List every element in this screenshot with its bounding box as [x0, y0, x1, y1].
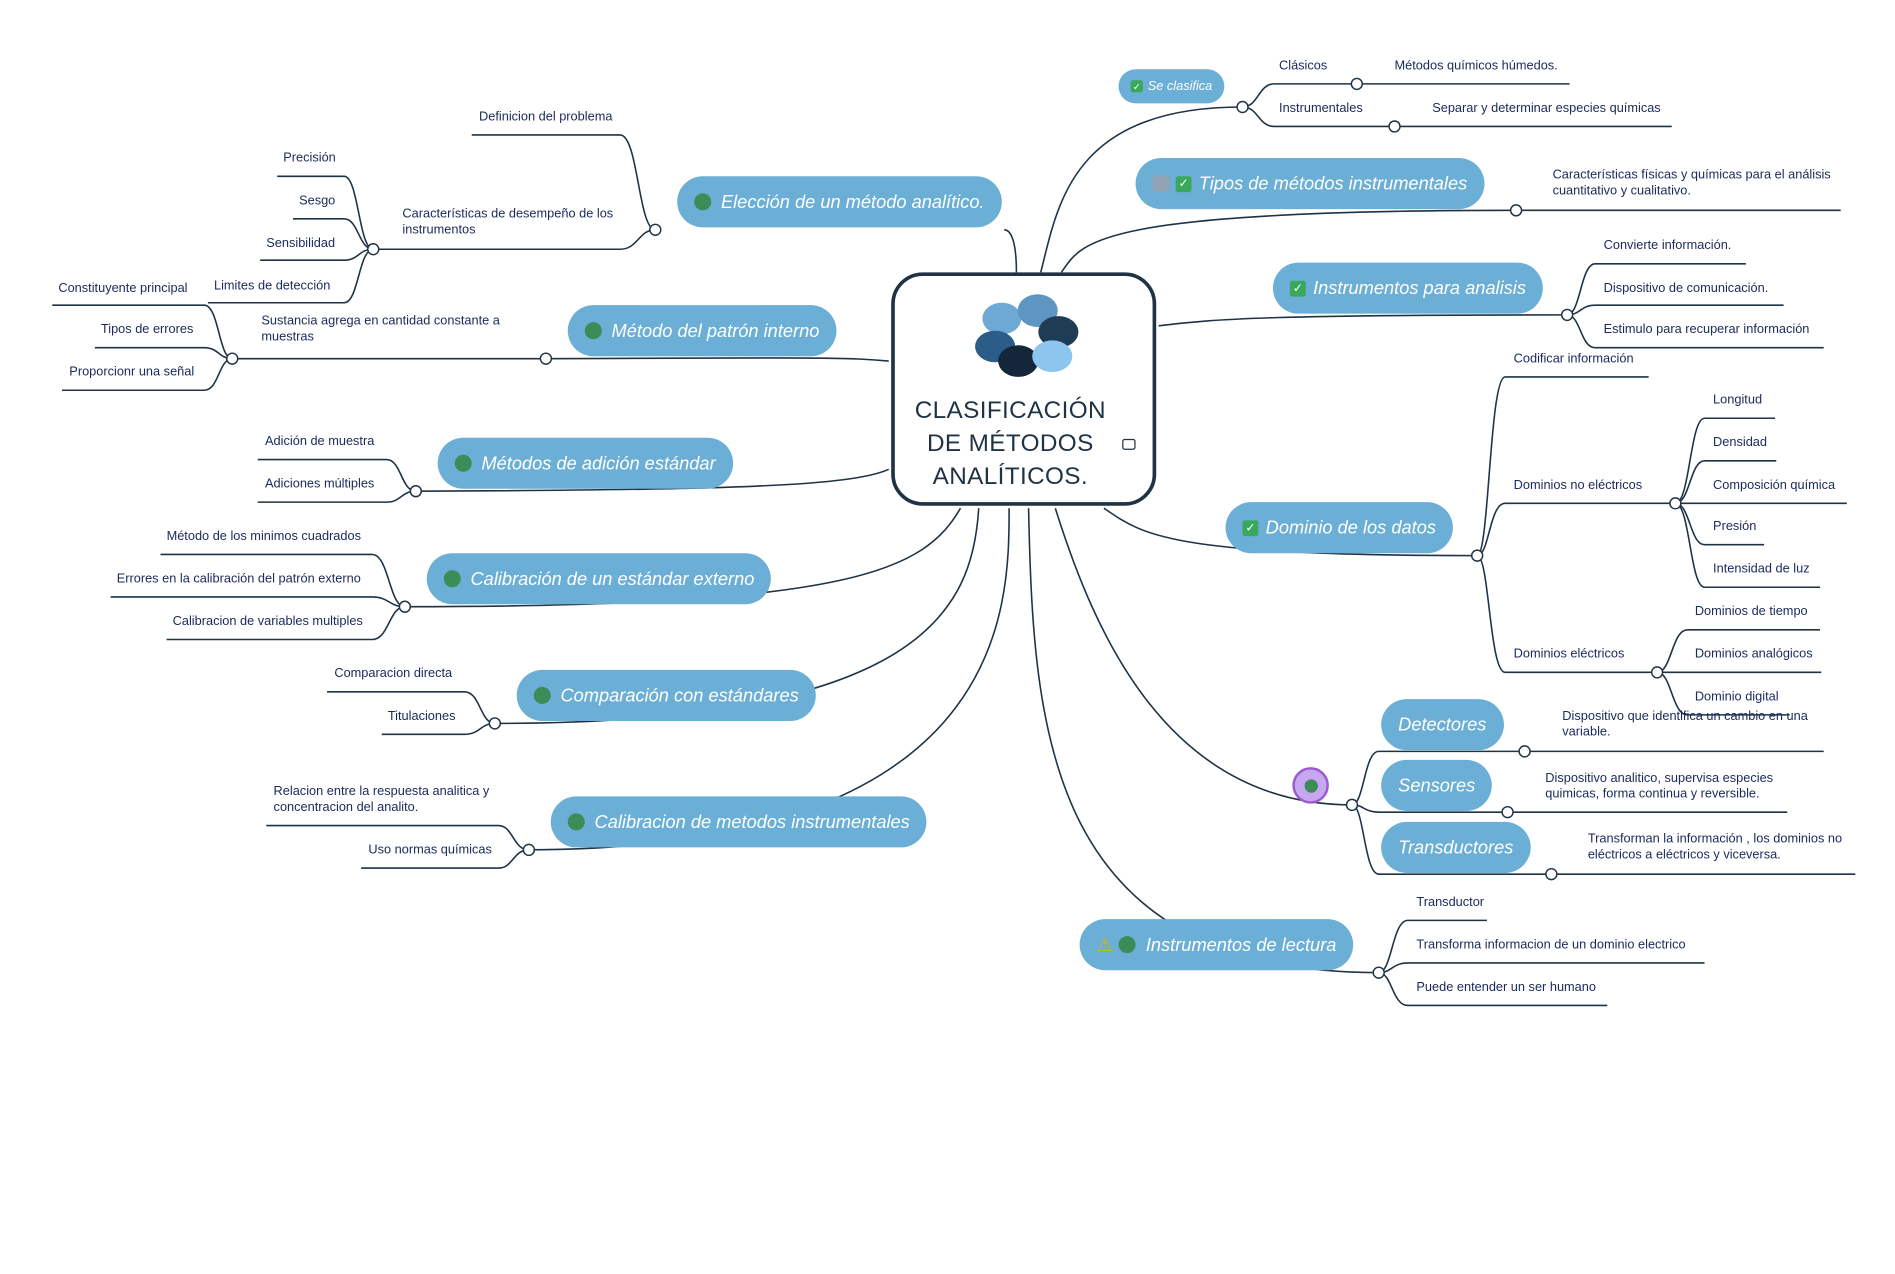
topic-se-clasifica[interactable]: ✓ Se clasifica: [1118, 69, 1225, 104]
leaf-transductor-def[interactable]: Transforman la información , los dominio…: [1587, 831, 1843, 863]
topic-instrumentos-analisis[interactable]: ✓ Instrumentos para analisis: [1272, 262, 1543, 314]
leaf-minimos[interactable]: Método de los minimos cuadrados: [166, 528, 361, 544]
topic-lectura[interactable]: ⚠ Instrumentos de lectura: [1079, 919, 1354, 971]
leaf-precision[interactable]: Precisión: [283, 150, 336, 166]
leaf-caracteristicas-desempeno[interactable]: Características de desempeño de los inst…: [402, 206, 614, 238]
leaf-sensor-def[interactable]: Dispositivo analitico, supervisa especie…: [1545, 770, 1774, 802]
leaf-caracteristicas-fisicas[interactable]: Características físicas y químicas para …: [1552, 167, 1831, 199]
leaf-detector-def[interactable]: Dispositivo que identifica un cambio en …: [1562, 708, 1808, 740]
central-topic-title: CLASIFICACIÓN DE MÉTODOS ANALÍTICOS.: [914, 397, 1106, 490]
logo-blob: [998, 345, 1039, 377]
leaf-humano[interactable]: Puede entender un ser humano: [1416, 979, 1596, 995]
leaf-estimulo[interactable]: Estimulo para recuperar información: [1603, 322, 1810, 337]
green-dot-icon: [443, 570, 461, 588]
topic-label: Comparación con estándares: [560, 685, 799, 706]
topic-detectores[interactable]: Detectores: [1381, 699, 1504, 751]
leaf-quimicos-humedos[interactable]: Métodos químicos húmedos.: [1394, 58, 1558, 73]
check-icon: ✓: [1130, 80, 1143, 93]
leaf-densidad[interactable]: Densidad: [1713, 435, 1768, 450]
topic-tipos[interactable]: ✓ Tipos de métodos instrumentales: [1135, 158, 1485, 210]
green-dot-icon: [454, 454, 472, 472]
topic-label: Sensores: [1398, 775, 1476, 796]
topic-adicion[interactable]: Métodos de adición estándar: [437, 437, 733, 489]
central-topic[interactable]: CLASIFICACIÓN DE MÉTODOS ANALÍTICOS.: [891, 272, 1157, 506]
topic-label: Calibracion de metodos instrumentales: [594, 811, 910, 833]
leaf-transductor[interactable]: Transductor: [1416, 894, 1485, 910]
topic-label: Se clasifica: [1147, 79, 1213, 94]
leaf-tiempo[interactable]: Dominios de tiempo: [1694, 604, 1808, 619]
marker-ring[interactable]: [1292, 767, 1329, 804]
green-dot-icon: [1119, 936, 1137, 954]
green-dot-icon: [567, 813, 585, 831]
leaf-proporcionr[interactable]: Proporcionr una señal: [69, 364, 195, 380]
topic-dominio[interactable]: ✓ Dominio de los datos: [1225, 502, 1453, 554]
topic-label: Transductores: [1398, 837, 1514, 858]
leaf-electricos[interactable]: Dominios eléctricos: [1513, 646, 1625, 662]
topic-comparacion[interactable]: Comparación con estándares: [516, 669, 816, 721]
leaf-limites[interactable]: Limites de detección: [213, 278, 331, 294]
check-icon: ✓: [1289, 280, 1306, 297]
person-icon: [1152, 175, 1170, 193]
leaf-composicion[interactable]: Composición química: [1713, 477, 1836, 493]
leaf-analogicos[interactable]: Dominios analógicos: [1694, 646, 1813, 662]
logo-blob: [1032, 340, 1073, 373]
leaf-titulaciones[interactable]: Titulaciones: [387, 708, 456, 724]
topic-calibracion-externo[interactable]: Calibración de un estándar externo: [426, 553, 772, 605]
leaf-comparacion-directa[interactable]: Comparacion directa: [334, 666, 453, 681]
leaf-presion[interactable]: Presión: [1713, 519, 1757, 534]
leaf-variables-multiples[interactable]: Calibracion de variables multiples: [172, 613, 363, 629]
topic-label: Método del patrón interno: [611, 320, 820, 342]
topic-calibracion-metodos[interactable]: Calibracion de metodos instrumentales: [550, 796, 927, 848]
topic-label: Tipos de métodos instrumentales: [1198, 173, 1468, 194]
check-icon: ✓: [1175, 175, 1192, 192]
leaf-clasicos[interactable]: Clásicos: [1279, 58, 1328, 73]
leaf-dispositivo-comunicacion[interactable]: Dispositivo de comunicación.: [1603, 280, 1769, 296]
topic-label: Elección de un método analítico.: [720, 191, 985, 213]
leaf-longitud[interactable]: Longitud: [1713, 392, 1763, 408]
leaf-sensibilidad[interactable]: Sensibilidad: [266, 235, 336, 251]
leaf-transforma[interactable]: Transforma informacion de un dominio ele…: [1416, 937, 1686, 952]
leaf-definicion[interactable]: Definicion del problema: [479, 109, 613, 125]
leaf-no-electricos[interactable]: Dominios no eléctricos: [1513, 477, 1643, 493]
leaf-tipos-errores[interactable]: Tipos de errores: [100, 322, 194, 337]
leaf-sesgo[interactable]: Sesgo: [299, 193, 336, 208]
leaf-sustancia[interactable]: Sustancia agrega en cantidad constante a…: [261, 313, 500, 345]
topic-label: Instrumentos para analisis: [1313, 277, 1526, 299]
topic-label: Calibración de un estándar externo: [470, 568, 755, 590]
leaf-separar[interactable]: Separar y determinar especies químicas: [1432, 100, 1661, 116]
leaf-normas[interactable]: Uso normas químicas: [368, 842, 492, 858]
topic-patron-interno[interactable]: Método del patrón interno: [567, 305, 837, 357]
topic-eleccion[interactable]: Elección de un método analítico.: [677, 176, 1002, 228]
leaf-convierte[interactable]: Convierte información.: [1603, 238, 1732, 253]
image-icon[interactable]: [1122, 438, 1136, 450]
leaf-constituyente[interactable]: Constituyente principal: [58, 280, 188, 296]
green-dot-icon: [533, 686, 551, 704]
topic-label: Dominio de los datos: [1265, 517, 1436, 538]
check-icon: ✓: [1242, 519, 1259, 536]
warning-icon: ⚠: [1096, 934, 1114, 956]
topic-sensores[interactable]: Sensores: [1381, 759, 1493, 811]
topic-label: Detectores: [1398, 714, 1487, 735]
connector-lines: [52, 77, 1856, 1007]
green-dot-icon: [694, 193, 712, 211]
topic-label: Instrumentos de lectura: [1145, 934, 1337, 956]
topic-label: Métodos de adición estándar: [481, 452, 716, 474]
topic-transductores[interactable]: Transductores: [1381, 821, 1531, 873]
leaf-codificar[interactable]: Codificar información: [1513, 351, 1634, 366]
logo-blob: [982, 302, 1022, 335]
leaf-intensidad[interactable]: Intensidad de luz: [1713, 561, 1810, 577]
leaf-adiciones-multiples[interactable]: Adiciones múltiples: [265, 476, 375, 492]
leaf-relacion[interactable]: Relacion entre la respuesta analitica y …: [273, 784, 490, 815]
leaf-digital[interactable]: Dominio digital: [1694, 689, 1779, 704]
green-dot-icon: [584, 322, 602, 340]
green-dot-icon: [1303, 778, 1318, 793]
leaf-adicion-muestra[interactable]: Adición de muestra: [265, 434, 375, 449]
leaf-errores-calibracion[interactable]: Errores en la calibración del patrón ext…: [116, 571, 361, 587]
leaf-instrumentales[interactable]: Instrumentales: [1279, 100, 1363, 116]
